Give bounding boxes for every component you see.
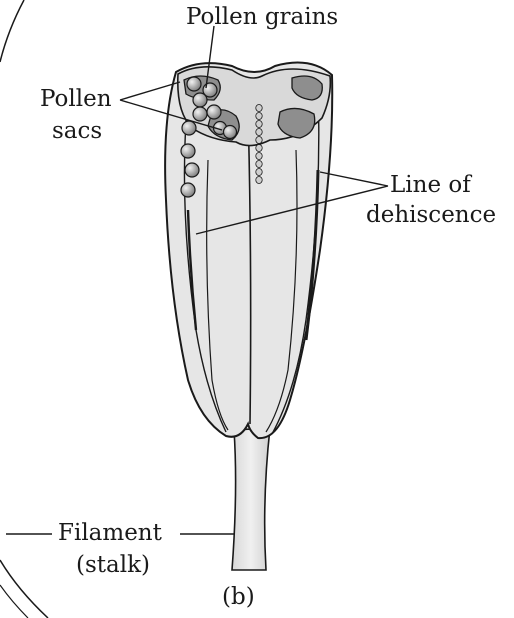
leader-dehiscence-2 — [195, 185, 389, 235]
pollen-grain — [186, 76, 202, 92]
pollen-grain — [184, 162, 200, 178]
label-pollen: Pollen — [40, 86, 112, 112]
leader-lines — [6, 25, 389, 535]
central-pollen-chain — [255, 104, 263, 184]
pollen-grain — [180, 182, 196, 198]
pollen-sac-right-top — [291, 75, 323, 101]
leader-dehiscence-1 — [319, 171, 389, 187]
background-arc-bottom-inner — [0, 584, 29, 618]
pollen-grain — [192, 106, 208, 122]
pollen-grains — [180, 76, 238, 198]
pollen-grain — [180, 143, 196, 159]
left-lobe-inner-line — [206, 159, 229, 431]
background-arc-bottom — [0, 559, 49, 618]
leader-pollen-sac-1 — [119, 81, 181, 101]
label-dehiscence: dehiscence — [366, 202, 496, 228]
label-filament: Filament — [58, 520, 163, 546]
leader-pollen-sac-2 — [119, 99, 223, 131]
background-arc-top — [0, 0, 25, 63]
leader-pollen-grains — [205, 25, 215, 89]
pollen-grain — [206, 104, 222, 120]
label-line-of: Line of — [390, 172, 472, 198]
filament — [231, 427, 271, 571]
dehiscence-line-right — [304, 169, 320, 341]
label-stalk: (stalk) — [76, 552, 150, 578]
right-lobe-inner-line — [265, 149, 298, 433]
pollen-sac-right-bottom — [277, 107, 316, 139]
right-lobe-outline — [271, 89, 320, 435]
label-pollen-grains: Pollen grains — [186, 4, 338, 30]
pollen-grain — [192, 92, 208, 108]
label-panel-b: (b) — [222, 584, 255, 610]
dehiscence-line-left — [186, 209, 198, 331]
pollen-grain — [181, 120, 197, 136]
central-groove — [247, 109, 252, 425]
label-sacs: sacs — [52, 118, 102, 144]
pollen-grain — [222, 124, 238, 140]
